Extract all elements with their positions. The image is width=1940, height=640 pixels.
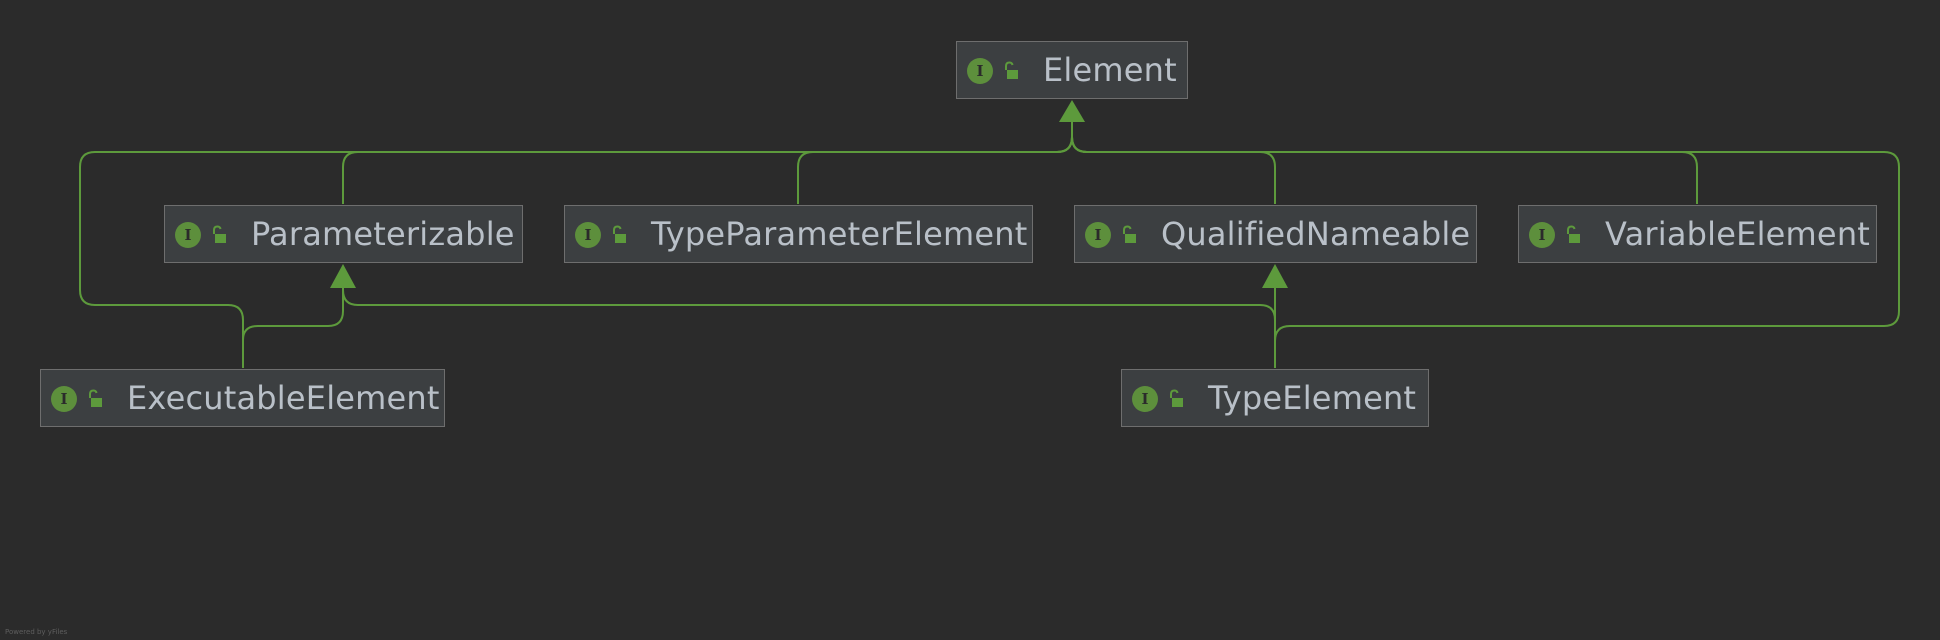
node-type-parameter-element[interactable]: I TypeParameterElement [564, 205, 1033, 263]
node-qualified-nameable[interactable]: I QualifiedNameable [1074, 205, 1477, 263]
node-executable-element[interactable]: I ExecutableElement [40, 369, 445, 427]
node-parameterizable[interactable]: I Parameterizable [164, 205, 523, 263]
public-lock-icon [1170, 389, 1183, 407]
interface-badge-icon: I [1085, 222, 1111, 248]
arrowhead-element [1059, 100, 1085, 122]
node-label: VariableElement [1605, 215, 1871, 253]
node-label: TypeElement [1208, 379, 1417, 417]
interface-badge-icon: I [51, 386, 77, 412]
node-label: Element [1043, 51, 1177, 89]
edge-qualifiednameable-element [1071, 120, 1276, 204]
public-lock-icon [1123, 225, 1136, 243]
interface-badge-icon: I [967, 58, 993, 84]
edge-parameterizable-element [342, 120, 1073, 204]
edge-variableelement-element [1071, 120, 1698, 204]
node-element[interactable]: I Element [956, 41, 1188, 99]
interface-badge-icon: I [575, 222, 601, 248]
powered-by-footer: Powered by yFiles [5, 628, 68, 636]
interface-badge-icon: I [1529, 222, 1555, 248]
interface-badge-icon: I [1132, 386, 1158, 412]
node-type-element[interactable]: I TypeElement [1121, 369, 1429, 427]
public-lock-icon [213, 225, 226, 243]
public-lock-icon [1005, 61, 1018, 79]
public-lock-icon [1567, 225, 1580, 243]
edge-executableelement-parameterizable [242, 286, 344, 368]
public-lock-icon [89, 389, 102, 407]
arrowhead-qualifiednameable [1262, 264, 1288, 288]
edge-typeelement-parameterizable [342, 286, 1276, 368]
public-lock-icon [613, 225, 626, 243]
edge-typeelement-element [1071, 120, 1900, 368]
node-label: Parameterizable [251, 215, 515, 253]
arrowhead-parameterizable [330, 264, 356, 288]
interface-badge-icon: I [175, 222, 201, 248]
node-label: ExecutableElement [127, 379, 440, 417]
edge-typeparameterelement-element [797, 120, 1073, 204]
node-label: TypeParameterElement [651, 215, 1028, 253]
node-variable-element[interactable]: I VariableElement [1518, 205, 1877, 263]
node-label: QualifiedNameable [1161, 215, 1471, 253]
edge-executableelement-element [79, 120, 1073, 368]
